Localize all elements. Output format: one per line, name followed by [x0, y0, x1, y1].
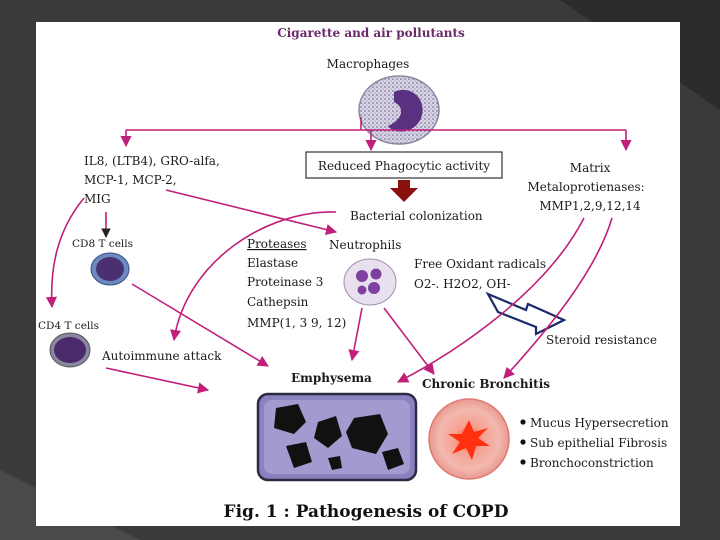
autoimmune-attack-label: Autoimmune attack	[101, 349, 222, 363]
chronic-bronchitis-label: Chronic Bronchitis	[422, 377, 550, 391]
reduced-phagocytic-label: Reduced Phagocytic activity	[318, 159, 490, 173]
svg-text:Proteases: Proteases	[247, 237, 307, 251]
cd4-label: CD4 T cells	[38, 320, 99, 332]
emphysema-tissue-icon	[256, 392, 418, 482]
cd4-cell-icon	[49, 332, 91, 368]
reduced-phagocytic-box	[305, 151, 503, 179]
macrophage-branch-connector	[120, 117, 632, 152]
svg-text:Proteinase 3: Proteinase 3	[247, 275, 323, 289]
svg-text:MMP(1, 3 9, 12): MMP(1, 3 9, 12)	[247, 316, 346, 330]
bronchus-cross-section-icon	[428, 398, 510, 480]
matrix-text: Matrix Metaloprotienases: MMP1,2,9,12,14	[527, 161, 648, 213]
copd-diagram: Cigarette and air pollutants Macrophages…	[38, 26, 669, 522]
proteases-list: Proteases Elastase Proteinase 3 Cathepsi…	[247, 237, 346, 330]
neutrophils-label: Neutrophils	[329, 238, 401, 252]
diagram-title: Cigarette and air pollutants	[277, 26, 465, 40]
svg-text:Sub epithelial Fibrosis: Sub epithelial Fibrosis	[530, 436, 667, 450]
svg-text:Bronchoconstriction: Bronchoconstriction	[530, 456, 654, 470]
bacterial-colonization-label: Bacterial colonization	[350, 209, 483, 223]
svg-text:Cathepsin: Cathepsin	[247, 295, 309, 309]
emphysema-label: Emphysema	[291, 371, 372, 385]
steroid-resistance-label: Steroid resistance	[546, 333, 657, 347]
cd8-cell-icon	[90, 252, 130, 286]
macrophage-cell-icon	[358, 75, 440, 145]
macrophages-label: Macrophages	[327, 57, 410, 71]
pathway-arrows	[45, 189, 613, 394]
bronchitis-features-list: Mucus Hypersecretion Sub epithelial Fibr…	[520, 416, 669, 470]
block-down-arrow-icon	[390, 180, 418, 202]
cd8-label: CD8 T cells	[72, 238, 133, 250]
svg-text:Elastase: Elastase	[247, 256, 298, 270]
figure-caption: Fig. 1 : Pathogenesis of COPD	[224, 502, 509, 522]
diagram-panel: Cigarette and air pollutants Macrophages…	[36, 22, 680, 526]
cytokines-text: IL8, (LTB4), GRO-alfa, MCP-1, MCP-2, MIG	[84, 154, 224, 206]
hollow-arrow-icon	[485, 291, 567, 336]
neutrophil-cell-icon	[343, 258, 397, 306]
free-oxidant-text: Free Oxidant radicals O2-. H2O2, OH-	[414, 257, 550, 291]
svg-text:Mucus Hypersecretion: Mucus Hypersecretion	[530, 416, 669, 430]
